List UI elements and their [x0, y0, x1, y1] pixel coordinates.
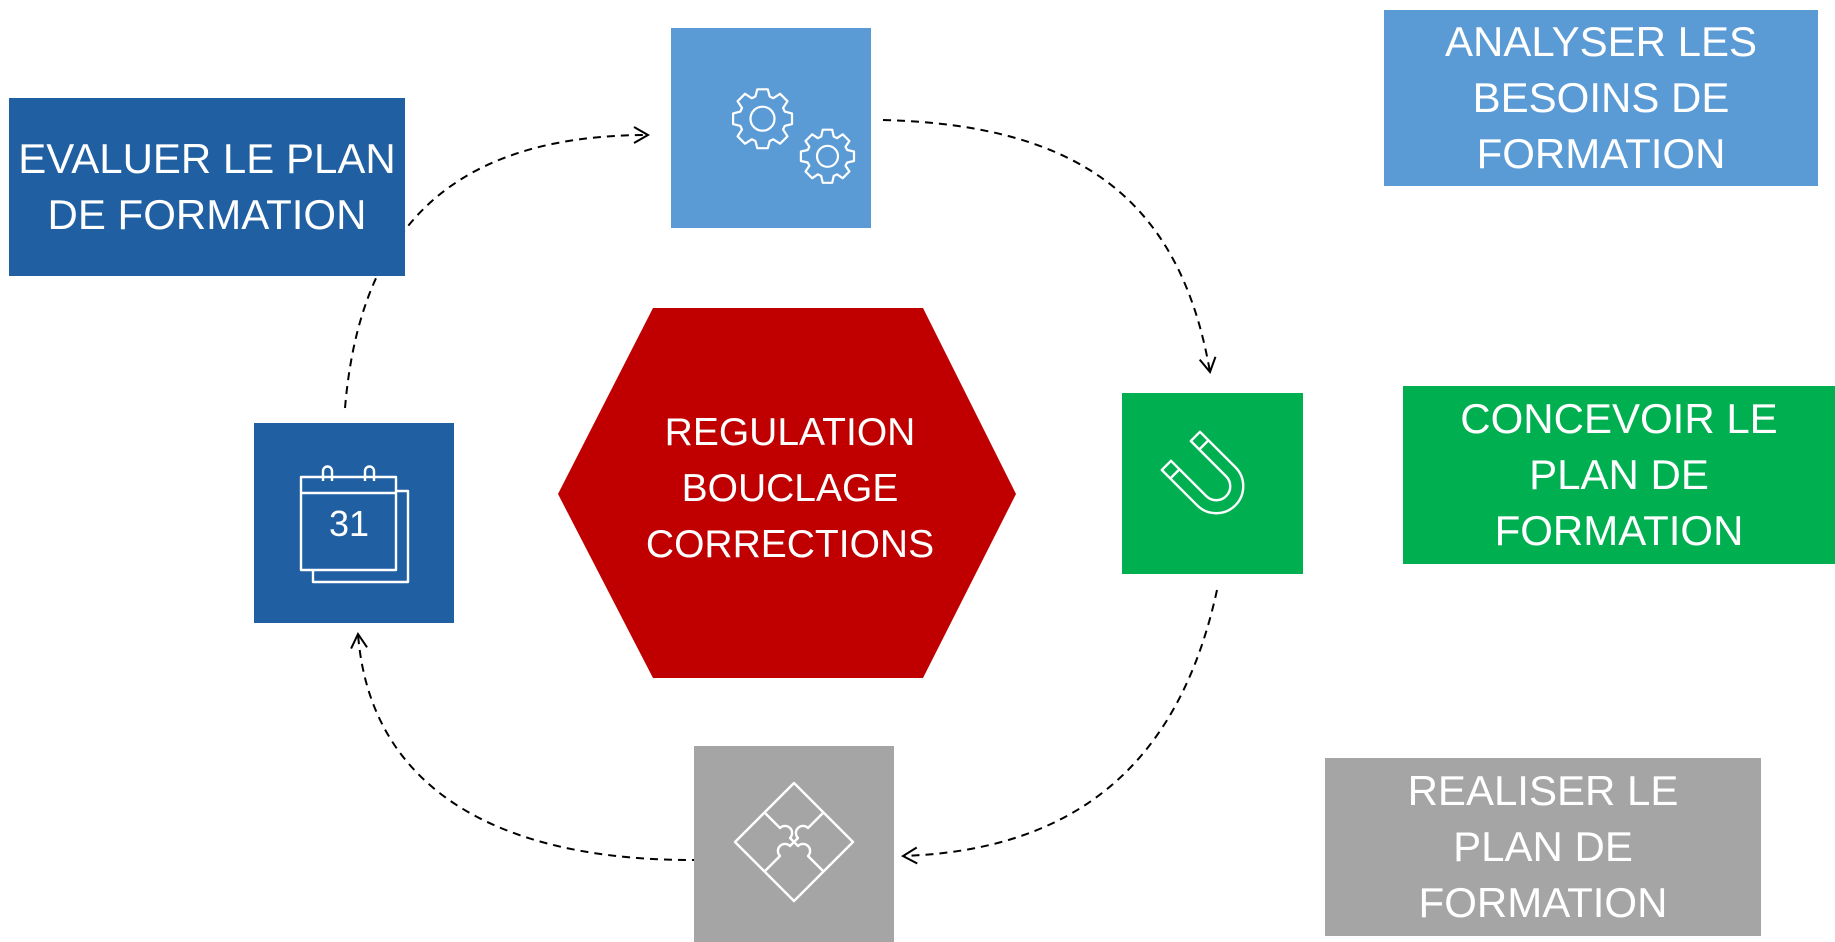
center-label: REGULATION BOUCLAGE CORRECTIONS — [600, 405, 980, 573]
label-line: CONCEVOIR LE — [1460, 395, 1778, 442]
center-label-line: CORRECTIONS — [645, 523, 935, 566]
connector-concevoir-to-realiser — [900, 589, 1218, 865]
connector-realiser-to-evaluer — [350, 631, 701, 862]
label-concevoir: CONCEVOIR LE PLAN DE FORMATION — [1403, 386, 1835, 564]
gears-icon — [732, 88, 856, 184]
label-evaluer: EVALUER LE PLAN DE FORMATION — [9, 98, 405, 276]
label-line: DE FORMATION — [47, 191, 367, 238]
label-analyser: ANALYSER LES BESOINS DE FORMATION — [1384, 10, 1818, 186]
step-concevoir-box — [1122, 393, 1303, 574]
label-line: ANALYSER LES — [1444, 18, 1758, 65]
label-line: PLAN DE — [1453, 823, 1633, 870]
magnet-icon — [1160, 430, 1245, 515]
label-line: EVALUER LE PLAN — [18, 135, 396, 182]
calendar-icon: 31 — [299, 465, 410, 584]
step-analyser-box — [671, 28, 871, 228]
calendar-day-number: 31 — [329, 503, 369, 544]
puzzle-icon — [733, 781, 855, 903]
label-line: FORMATION — [1476, 130, 1726, 177]
center-hexagon — [558, 308, 1016, 678]
connector-evaluer-to-analyser — [344, 126, 651, 409]
center-label-line: BOUCLAGE — [681, 467, 899, 510]
label-line: FORMATION — [1418, 879, 1668, 926]
label-realiser: REALISER LE PLAN DE FORMATION — [1325, 758, 1761, 936]
center-label-line: REGULATION — [664, 411, 916, 454]
step-realiser-box — [694, 746, 894, 942]
label-line: FORMATION — [1494, 507, 1744, 554]
label-line: REALISER LE — [1407, 767, 1679, 814]
connector-analyser-to-concevoir — [882, 119, 1217, 374]
step-evaluer-box: 31 — [254, 423, 454, 623]
label-line: BESOINS DE — [1472, 74, 1730, 121]
label-line: PLAN DE — [1529, 451, 1709, 498]
